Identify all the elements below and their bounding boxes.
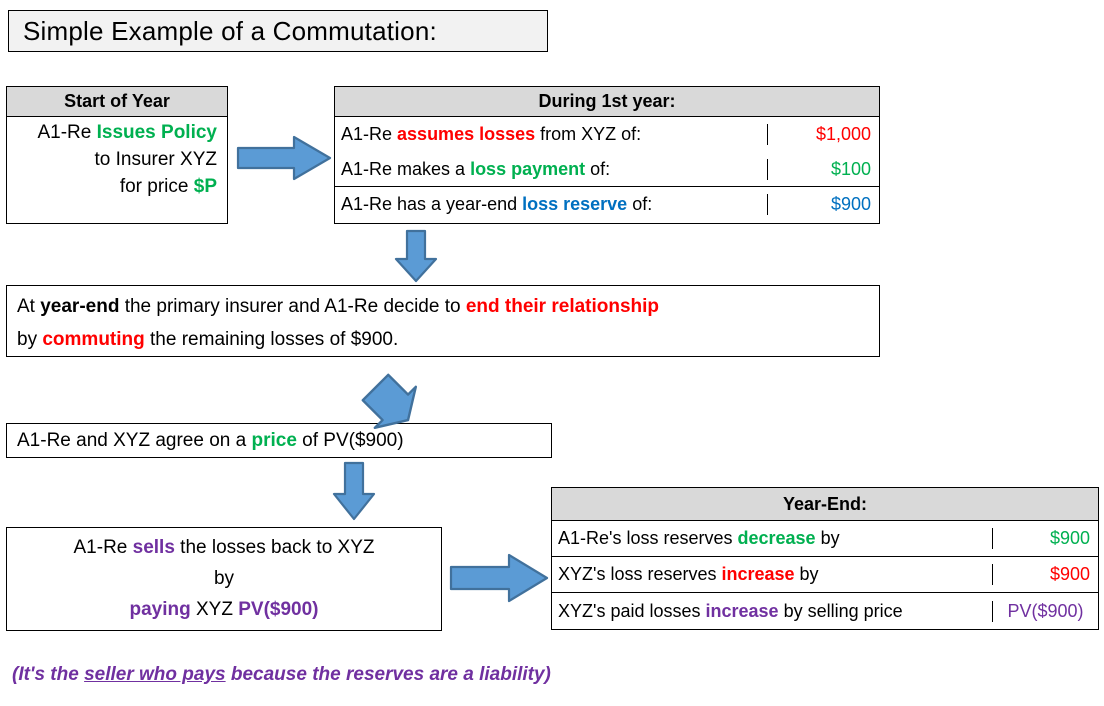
arrow-right-icon (236, 135, 332, 181)
start-of-year-box: Start of Year A1-Re Issues Policy to Ins… (6, 86, 228, 224)
during-row-2-key: loss reserve (522, 194, 628, 214)
footer-suffix: because the reserves are a liability) (225, 664, 551, 685)
sells-l1-highlight: sells (132, 537, 175, 558)
page-title: Simple Example of a Commutation: (8, 10, 548, 52)
yearend-row-2-pre: XYZ's paid losses (558, 600, 706, 621)
start-of-year-line-3: for price $P (7, 174, 217, 201)
table-row: A1-Re has a year-end loss reserve of: $9… (335, 187, 879, 222)
commutation-statement-box: At year-end the primary insurer and A1-R… (6, 285, 880, 357)
sells-line-2: by (213, 567, 235, 589)
start-line1-highlight: Issues Policy (96, 122, 217, 143)
year-end-header: Year-End: (552, 488, 1098, 521)
arrow-start-to-during (236, 134, 332, 182)
arrow-down-icon (332, 461, 376, 521)
during-row-0-pre: A1-Re (341, 124, 398, 144)
sells-line-3: paying XYZ PV($900) (7, 595, 441, 626)
price-prefix: A1-Re and XYZ agree on a (17, 429, 252, 451)
footer-underlined: seller who pays (84, 664, 226, 685)
yearend-row-0-key: decrease (737, 528, 816, 548)
yearend-row-1-label: XYZ's loss reserves increase by (552, 564, 992, 585)
statement-line-1: At year-end the primary insurer and A1-R… (17, 291, 879, 324)
table-row: A1-Re assumes losses from XYZ of: $1,000 (335, 117, 879, 152)
yearend-row-0-pre: A1-Re's loss reserves (558, 528, 738, 548)
arrow-statement-to-price (348, 365, 420, 430)
during-row-2-label: A1-Re has a year-end loss reserve of: (335, 194, 767, 215)
table-row: A1-Re's loss reserves decrease by $900 (552, 521, 1098, 557)
price-highlight: price (251, 429, 297, 451)
arrow-down-left-icon (361, 373, 418, 430)
table-row: XYZ's loss reserves increase by $900 (552, 557, 1098, 593)
arrow-down-icon (394, 229, 438, 283)
yearend-row-0-value: $900 (992, 528, 1098, 549)
during-row-0-key: assumes losses (397, 124, 536, 144)
statement-l1-highlight: end their relationship (465, 296, 660, 317)
statement-l2-c: the remaining losses of $900. (144, 328, 399, 350)
sells-line-1: A1-Re sells the losses back to XYZ (7, 533, 441, 564)
during-row-1-value: $100 (767, 158, 879, 180)
statement-l1-c: the primary insurer and A1-Re decide to (119, 296, 466, 317)
statement-line-2: by commuting the remaining losses of $90… (17, 324, 879, 357)
year-end-table: Year-End: A1-Re's loss reserves decrease… (551, 487, 1099, 630)
during-row-1-post: of: (585, 158, 611, 179)
yearend-row-0-post: by (815, 528, 840, 548)
start-line3-prefix: for price (119, 175, 194, 197)
statement-l1-bold: year-end (40, 296, 120, 317)
arrow-price-to-sells (330, 461, 378, 521)
statement-l1-a: At (17, 296, 41, 317)
during-row-1-key: loss payment (470, 158, 586, 179)
table-row: XYZ's paid losses increase by selling pr… (552, 593, 1098, 629)
sells-l1-c: the losses back to XYZ (174, 537, 375, 558)
arrow-right-icon (449, 553, 549, 603)
start-of-year-header: Start of Year (7, 87, 227, 117)
yearend-row-1-post: by (794, 564, 819, 584)
footer-note: (It's the seller who pays because the re… (12, 664, 712, 686)
statement-l2-highlight: commuting (42, 328, 145, 350)
yearend-row-2-value: PV($900) (992, 600, 1098, 622)
sells-l3-highlight-a: paying (129, 598, 191, 620)
during-first-year-header: During 1st year: (335, 87, 879, 117)
yearend-row-1-pre: XYZ's loss reserves (558, 564, 722, 584)
during-row-0-value: $1,000 (767, 124, 879, 145)
table-row: A1-Re makes a loss payment of: $100 (335, 152, 879, 187)
price-line: A1-Re and XYZ agree on a price of PV($90… (17, 430, 404, 452)
during-row-1-pre: A1-Re makes a (341, 158, 471, 179)
yearend-row-2-label: XYZ's paid losses increase by selling pr… (552, 601, 992, 622)
yearend-row-1-value: $900 (992, 564, 1098, 585)
start-of-year-line-1: A1-Re Issues Policy (7, 120, 217, 147)
arrow-during-to-statement (392, 229, 440, 283)
sells-losses-box: A1-Re sells the losses back to XYZ by pa… (6, 527, 442, 631)
sells-l1-a: A1-Re (73, 537, 133, 558)
during-row-2-pre: A1-Re has a year-end (341, 194, 523, 214)
sells-l3-b: XYZ (190, 598, 239, 620)
start-line3-highlight: $P (193, 175, 217, 197)
footer-prefix: (It's the (12, 664, 85, 685)
yearend-row-2-key: increase (705, 600, 779, 621)
during-row-0-label: A1-Re assumes losses from XYZ of: (335, 124, 767, 145)
yearend-row-2-post: by selling price (778, 600, 903, 621)
during-row-2-post: of: (627, 194, 653, 214)
start-line1-prefix: A1-Re (37, 122, 97, 143)
arrow-sells-to-yearend (449, 552, 549, 604)
during-row-0-post: from XYZ of: (535, 124, 642, 144)
during-row-2-value: $900 (767, 194, 879, 215)
page-title-text: Simple Example of a Commutation: (23, 15, 437, 46)
statement-l2-a: by (17, 328, 43, 350)
yearend-row-0-label: A1-Re's loss reserves decrease by (552, 528, 992, 549)
sells-l3-highlight-b: PV($900) (238, 598, 319, 620)
price-suffix: of PV($900) (296, 429, 404, 451)
yearend-row-1-key: increase (721, 564, 795, 584)
agreed-price-box: A1-Re and XYZ agree on a price of PV($90… (6, 423, 552, 458)
during-row-1-label: A1-Re makes a loss payment of: (335, 159, 767, 180)
start-of-year-body: A1-Re Issues Policy to Insurer XYZ for p… (7, 117, 227, 201)
start-of-year-line-2: to Insurer XYZ (94, 148, 218, 170)
during-first-year-table: During 1st year: A1-Re assumes losses fr… (334, 86, 880, 224)
